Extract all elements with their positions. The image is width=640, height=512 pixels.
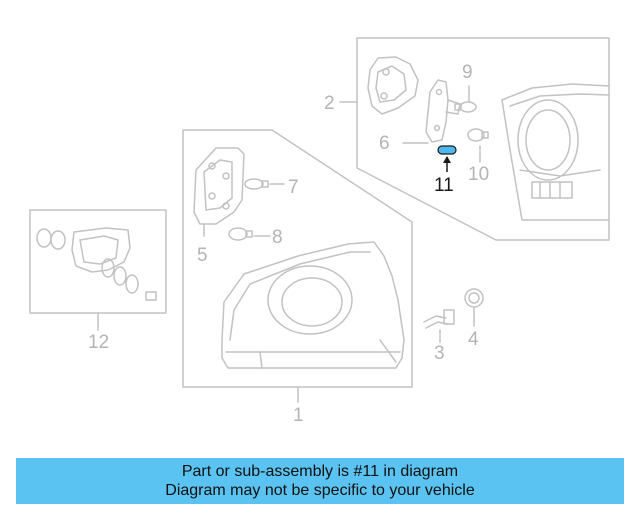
group-box-2 (356, 37, 610, 241)
callout-12[interactable]: 12 (88, 332, 110, 353)
inner-lamp-housing (501, 83, 610, 221)
callout-6[interactable]: 6 (379, 133, 390, 154)
banner-line-part-info: Part or sub-assembly is #11 in diagram (181, 463, 459, 480)
callout-9[interactable]: 9 (462, 62, 473, 83)
group-box-1 (182, 129, 413, 388)
callout-11[interactable]: 11 (434, 175, 454, 196)
bracket-plate-part-2 (339, 56, 419, 115)
callout-10[interactable]: 10 (468, 164, 490, 185)
socket-assembly-part-12 (36, 227, 157, 331)
mounting-bracket-part-5 (193, 147, 245, 237)
callout-5[interactable]: 5 (197, 245, 208, 266)
bulb-part-7 (244, 178, 285, 190)
callout-2[interactable]: 2 (324, 93, 335, 114)
callout-4[interactable]: 4 (468, 329, 479, 350)
info-banner: Part or sub-assembly is #11 in diagram D… (16, 458, 624, 504)
bulb-part-8 (228, 227, 271, 241)
highlighted-part-11[interactable] (437, 145, 457, 172)
banner-line-disclaimer: Diagram may not be specific to your vehi… (165, 482, 475, 499)
callout-3[interactable]: 3 (434, 343, 445, 364)
bulb-part-10 (467, 128, 489, 163)
callout-1[interactable]: 1 (293, 405, 304, 426)
screw-part-3 (423, 309, 455, 343)
callout-7[interactable]: 7 (288, 177, 299, 198)
bulb-part-9 (454, 85, 477, 113)
bracket-part-6 (402, 79, 461, 144)
cap-part-4 (464, 288, 484, 327)
tail-lamp-part-1 (221, 241, 405, 403)
callout-8[interactable]: 8 (272, 227, 283, 248)
